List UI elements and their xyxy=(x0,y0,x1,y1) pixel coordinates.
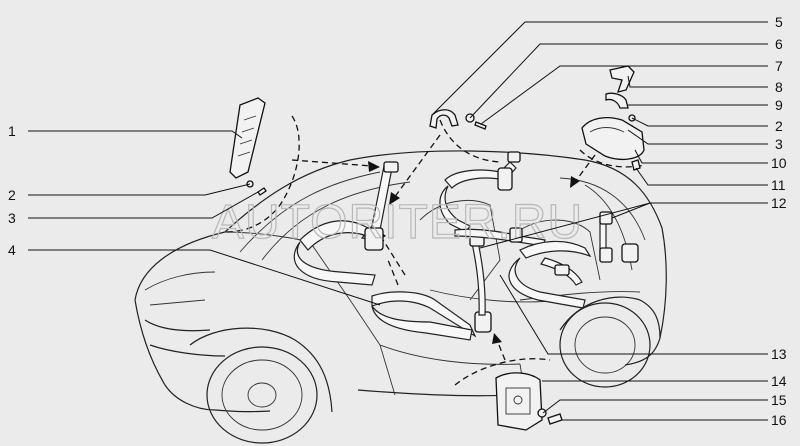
screw-3-left xyxy=(257,187,267,196)
callout-2-left: 2 xyxy=(8,187,16,203)
retractor-part-1 xyxy=(229,97,266,179)
watermark: AUTORITER.RU xyxy=(212,196,583,249)
callout-3-right: 3 xyxy=(775,136,783,152)
callout-16: 16 xyxy=(771,412,787,428)
anchor-cover-10 xyxy=(581,117,645,161)
callout-1: 1 xyxy=(8,123,16,139)
callout-5: 5 xyxy=(775,14,783,30)
callout-13: 13 xyxy=(771,346,787,362)
callout-15: 15 xyxy=(771,392,787,408)
leader-lines xyxy=(28,21,768,421)
guide-part-5 xyxy=(429,109,459,129)
bolt-11 xyxy=(631,159,641,171)
bolt-16 xyxy=(547,413,563,425)
bracket-8 xyxy=(609,65,635,93)
bolt-7 xyxy=(474,121,487,130)
callout-11: 11 xyxy=(771,177,786,193)
callout-8: 8 xyxy=(775,79,783,95)
callout-14: 14 xyxy=(771,373,787,389)
callout-numbers: 1 2 3 4 5 6 7 8 9 2 3 10 11 12 13 14 15 … xyxy=(8,14,787,428)
callout-7: 7 xyxy=(775,58,783,74)
anchor-plate-14 xyxy=(495,372,543,431)
callout-12: 12 xyxy=(771,195,787,211)
washer-15 xyxy=(537,408,547,418)
callout-3-left: 3 xyxy=(8,210,16,226)
callout-6: 6 xyxy=(775,36,783,52)
bracket-9 xyxy=(605,92,629,109)
callout-4: 4 xyxy=(8,242,16,258)
callout-10: 10 xyxy=(771,155,787,171)
seat-belts xyxy=(293,151,639,341)
callout-2-right: 2 xyxy=(775,118,783,134)
callout-9: 9 xyxy=(775,97,783,113)
